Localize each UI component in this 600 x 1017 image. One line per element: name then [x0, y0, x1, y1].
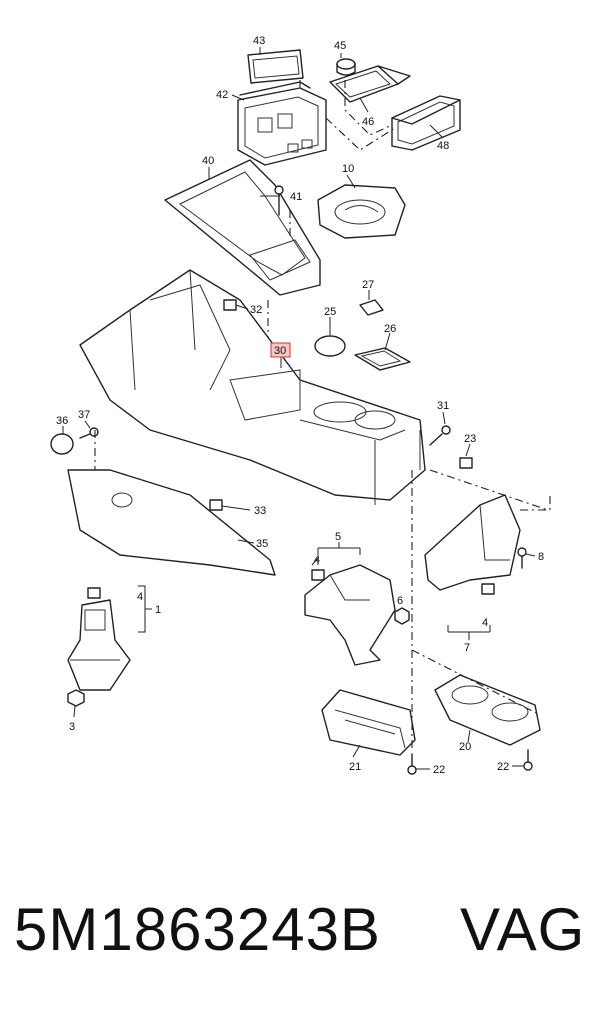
callout-4-right-upper: 4 [314, 554, 320, 566]
callout-48: 48 [437, 140, 449, 152]
part-1-bracket [67, 599, 131, 691]
callout-7: 7 [464, 642, 470, 654]
part-27-clip [359, 299, 384, 316]
part-5-bracket [304, 564, 396, 666]
part-46-tray [329, 65, 411, 103]
callout-41: 41 [290, 191, 302, 203]
callout-33: 33 [254, 505, 266, 517]
part-25-cap [314, 335, 346, 357]
brand-text: VAG [460, 896, 586, 963]
part-8-screw [517, 547, 527, 569]
part-10-shift-boot [317, 184, 406, 239]
part-6-nut [394, 607, 410, 625]
part-48-box [391, 95, 461, 151]
part-37-screw [79, 427, 99, 439]
part-22-screw-a [407, 753, 417, 775]
callout-31: 31 [437, 400, 449, 412]
callout-43: 43 [253, 35, 265, 47]
callout-20: 20 [459, 741, 471, 753]
part-4-clip-c [481, 583, 495, 595]
part-4-clip-b [311, 569, 325, 581]
part-36-cap [50, 433, 74, 455]
part-26-mat [354, 347, 411, 371]
callout-22-left: 22 [433, 764, 445, 776]
callout-32: 32 [250, 304, 262, 316]
part-22-screw-b [523, 749, 533, 771]
part-40-shifter-surround [164, 159, 321, 296]
part-45-plug [336, 58, 356, 76]
part-7-bracket [424, 494, 521, 591]
callout-25: 25 [324, 306, 336, 318]
callout-22-right: 22 [497, 761, 509, 773]
part-3-nut [67, 689, 85, 707]
part-42-switch-panel [237, 81, 327, 166]
exploded-parts-diagram: 43 45 42 46 48 40 10 41 27 32 25 26 30 3… [50, 35, 551, 776]
part-4-clip-a [87, 587, 101, 599]
part-32-clip [223, 299, 237, 311]
part-31-screw [429, 425, 451, 446]
part-35-side-panel [67, 469, 276, 576]
callout-6: 6 [397, 595, 403, 607]
part-20-cup-holder [434, 674, 541, 746]
part-number-text: 5M1863243B [14, 896, 381, 963]
part-43-cover [247, 49, 304, 84]
callout-37: 37 [78, 409, 90, 421]
center-console-main [79, 269, 426, 505]
part-41-screw [274, 185, 284, 216]
callout-10: 10 [342, 163, 354, 175]
callout-3: 3 [69, 721, 75, 733]
callout-35: 35 [256, 538, 268, 550]
part-33-clip [209, 499, 223, 511]
part-23-clip [459, 457, 473, 469]
callout-40: 40 [202, 155, 214, 167]
callout-26: 26 [384, 323, 396, 335]
callout-4-right: 4 [482, 617, 488, 629]
callout-1: 1 [155, 604, 161, 616]
callout-4-left: 4 [137, 591, 143, 603]
callout-36: 36 [56, 415, 68, 427]
callout-46: 46 [362, 116, 374, 128]
callout-23: 23 [464, 433, 476, 445]
callout-21: 21 [349, 761, 361, 773]
callout-42: 42 [216, 89, 228, 101]
callout-8: 8 [538, 551, 544, 563]
part-21-storage-box [321, 689, 416, 756]
callout-30: 30 [274, 345, 286, 357]
callout-27: 27 [362, 279, 374, 291]
callout-5: 5 [335, 531, 341, 543]
callout-45: 45 [334, 40, 346, 52]
